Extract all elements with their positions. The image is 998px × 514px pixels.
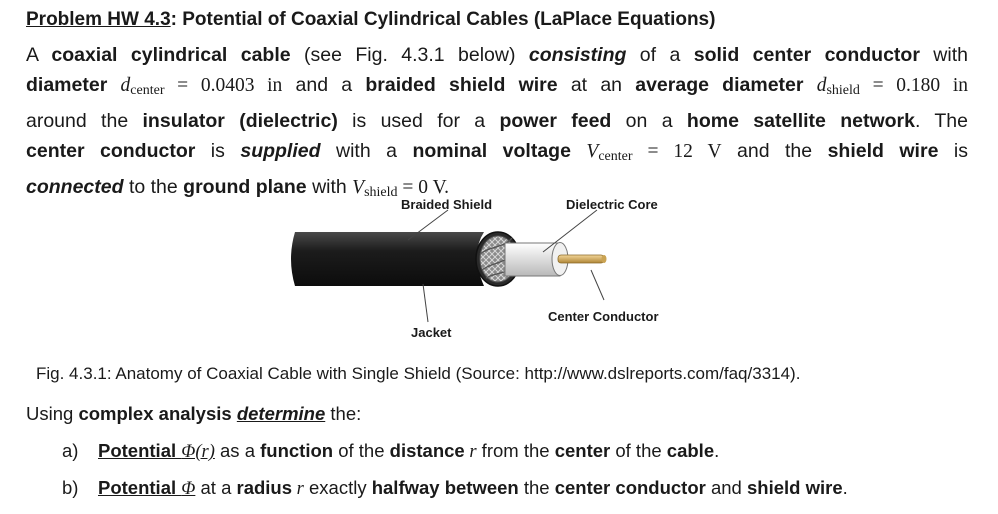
text-bold: cable bbox=[666, 440, 715, 461]
text: and bbox=[705, 477, 747, 498]
text-bold: halfway between bbox=[371, 477, 519, 498]
text-bold: shield wire bbox=[747, 477, 843, 498]
text-bold-italic: connected bbox=[26, 176, 124, 198]
label-jacket: Jacket bbox=[411, 325, 452, 340]
text: at an bbox=[557, 74, 636, 96]
statement-line-4: center conductor is supplied with a nomi… bbox=[26, 136, 968, 172]
math-r: r bbox=[464, 442, 477, 462]
math-phi: Φ bbox=[181, 479, 196, 499]
text-bold: radius bbox=[236, 477, 293, 498]
math-d: d bbox=[120, 75, 131, 96]
math-v: V bbox=[586, 141, 599, 162]
v-shield-value: = 0 V. bbox=[397, 177, 450, 198]
text-bold: power feed bbox=[499, 110, 612, 132]
d-center-value: = 0.0403 in bbox=[164, 75, 283, 96]
math-sub: shield bbox=[826, 83, 860, 98]
statement-line-5: connected to the ground plane with Vshie… bbox=[26, 172, 968, 208]
question-b: b) Potential Φ at a radius r exactly half… bbox=[62, 477, 848, 500]
question-a: a) Potential Φ(r) as a function of the di… bbox=[62, 440, 719, 463]
d-shield-value: = 0.180 in bbox=[859, 75, 968, 96]
text: with bbox=[919, 44, 968, 66]
text-bold: center conductor bbox=[554, 477, 706, 498]
text: is used for a bbox=[337, 110, 500, 132]
center-conductor bbox=[557, 254, 607, 264]
task-prompt: Using complex analysis determine the: bbox=[26, 403, 361, 425]
text-bold: center conductor bbox=[26, 140, 196, 162]
leader-dielectric bbox=[542, 209, 598, 253]
math-sub: center bbox=[130, 83, 165, 98]
text-bold: average diameter bbox=[635, 74, 804, 96]
text-bold-italic: supplied bbox=[240, 140, 321, 162]
text: exactly bbox=[303, 477, 372, 498]
figure-caption: Fig. 4.3.1: Anatomy of Coaxial Cable wit… bbox=[36, 364, 801, 383]
text: (see Fig. 4.3.1 below) bbox=[290, 44, 529, 66]
coax-figure: Braided Shield Dielectric Core Center Co… bbox=[0, 188, 998, 348]
math-d: d bbox=[816, 75, 827, 96]
question-label: b) bbox=[62, 477, 79, 498]
text: as a bbox=[214, 440, 261, 461]
v-center-value: = 12 V bbox=[632, 141, 722, 162]
text: . bbox=[714, 440, 720, 461]
text-bold: distance bbox=[389, 440, 465, 461]
leader-jacket bbox=[422, 283, 429, 323]
problem-title-text: : Potential of Coaxial Cylindrical Cable… bbox=[170, 9, 716, 30]
label-dielectric-core: Dielectric Core bbox=[566, 197, 658, 212]
text: and a bbox=[282, 74, 366, 96]
problem-title: Problem HW 4.3: Potential of Coaxial Cyl… bbox=[26, 9, 715, 31]
statement-line-2: diameter dcenter = 0.0403 in and a braid… bbox=[26, 70, 968, 106]
text: of the bbox=[610, 440, 667, 461]
math-sub: center bbox=[598, 149, 633, 164]
question-label: a) bbox=[62, 440, 79, 461]
text: to the bbox=[123, 176, 184, 198]
text-bold: diameter bbox=[26, 74, 108, 96]
text: and the bbox=[721, 140, 828, 162]
statement-line-3: around the insulator (dielectric) is use… bbox=[26, 106, 968, 136]
text-bold: solid center conductor bbox=[693, 44, 920, 66]
text: with bbox=[306, 176, 353, 198]
text-bold: braided shield wire bbox=[365, 74, 558, 96]
text-bold: complex analysis bbox=[78, 403, 232, 424]
label-center-conductor: Center Conductor bbox=[548, 309, 659, 324]
text: the bbox=[518, 477, 555, 498]
leader-center bbox=[590, 269, 605, 301]
text: of a bbox=[626, 44, 694, 66]
label-braided-shield: Braided Shield bbox=[401, 197, 493, 212]
text: of the bbox=[333, 440, 390, 461]
leader-braided bbox=[407, 209, 449, 241]
text-bold: coaxial cylindrical cable bbox=[51, 44, 291, 66]
text-bold-italic-underline: determine bbox=[236, 403, 326, 424]
text: Using bbox=[26, 403, 79, 424]
text: at a bbox=[195, 477, 237, 498]
text-bold: nominal voltage bbox=[412, 140, 571, 162]
text: with a bbox=[320, 140, 413, 162]
math-r: r bbox=[292, 479, 304, 499]
text-bold-italic: consisting bbox=[528, 44, 627, 66]
text-bold: shield wire bbox=[827, 140, 939, 162]
statement-line-1: A coaxial cylindrical cable (see Fig. 4.… bbox=[26, 40, 968, 70]
text: on a bbox=[611, 110, 687, 132]
text-bold: center bbox=[554, 440, 611, 461]
text-bold: function bbox=[260, 440, 334, 461]
text: A bbox=[26, 44, 52, 66]
text-bold: ground plane bbox=[183, 176, 307, 198]
math-v: V bbox=[352, 177, 365, 198]
text: is bbox=[195, 140, 241, 162]
text-bold: home satellite network bbox=[686, 110, 915, 132]
problem-statement: A coaxial cylindrical cable (see Fig. 4.… bbox=[26, 40, 968, 208]
text: . The bbox=[914, 110, 968, 132]
text: around the bbox=[26, 110, 143, 132]
math-phi-r: Φ(r) bbox=[181, 442, 215, 462]
text: is bbox=[938, 140, 968, 162]
coax-cable-illustration bbox=[291, 209, 607, 323]
problem-number: Problem HW 4.3 bbox=[26, 9, 171, 30]
text: from the bbox=[476, 440, 555, 461]
text-bold: Potential bbox=[98, 440, 182, 461]
text: the: bbox=[325, 403, 362, 424]
text-bold: insulator (dielectric) bbox=[142, 110, 338, 132]
text-bold: Potential bbox=[98, 477, 182, 498]
math-sub: shield bbox=[364, 185, 398, 200]
text: . bbox=[842, 477, 848, 498]
